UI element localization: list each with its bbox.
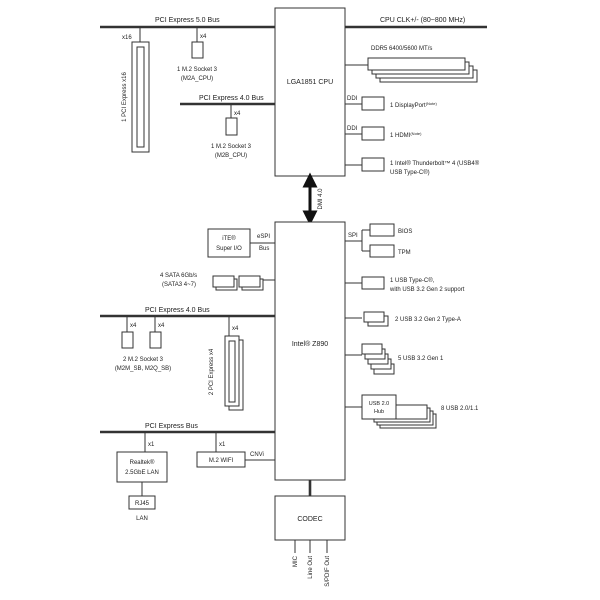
m2b-socket: [225, 117, 238, 136]
usbc-connector: [361, 276, 385, 290]
displayport-label: 1 DisplayPort(Note): [390, 101, 437, 109]
espi-label: eSPI: [257, 234, 270, 240]
bios-label: BIOS: [398, 229, 412, 235]
m2a-socket: [191, 41, 204, 59]
rj45-label: RJ45: [135, 501, 150, 507]
cpu-label: LGA1851 CPU: [287, 79, 333, 86]
cnvi-label: CNVi: [250, 452, 264, 458]
tpm-chip: [369, 244, 395, 258]
memory-label: DDR5 6400/5600 MT/s: [371, 46, 432, 52]
thunderbolt-line1: 1 Intel® Thunderbolt™ 4 (USB4®: [390, 160, 480, 167]
spi-label: SPI: [348, 233, 358, 239]
pcie5-lane-label: x16: [122, 35, 132, 41]
displayport-connector: [361, 96, 385, 111]
superio-line2: Super I/O: [216, 246, 242, 252]
pcix4-label: 2 PCI Express x4: [209, 348, 215, 395]
m2q-socket: [149, 331, 162, 349]
lan-chip: [116, 451, 168, 483]
cpu-clk-label: CPU CLK+/- (80~800 MHz): [380, 17, 465, 24]
usb-gen2a-label: 2 USB 3.2 Gen 2 Type-A: [395, 317, 461, 323]
usb2-hub-line2: Hub: [374, 409, 384, 415]
lan-lane-label: x1: [148, 442, 155, 448]
pcie5-bus-label: PCI Express 5.0 Bus: [155, 17, 220, 24]
lan-label: LAN: [136, 516, 148, 522]
usb-gen2a-ports: [363, 311, 389, 327]
lan-line2: 2.5GbE LAN: [125, 470, 159, 476]
line-out-label: Line Out: [308, 556, 314, 579]
m2sb-line1: 2 M.2 Socket 3: [123, 357, 164, 363]
usb2-hub: [361, 394, 397, 420]
hdmi-connector: [361, 126, 385, 141]
codec-box: [274, 495, 346, 541]
hdmi-ddi-label: DDI: [347, 126, 358, 132]
superio-box: [207, 228, 251, 258]
hdmi-label: 1 HDMI(Note): [390, 131, 422, 139]
pcie-pch-bus-label: PCI Express Bus: [145, 423, 198, 430]
mic-label: MIC: [293, 555, 299, 567]
espi-bus-label: Bus: [259, 246, 269, 252]
pcie4-pch-bus-label: PCI Express 4.0 Bus: [145, 307, 210, 314]
superio-line1: iTE®: [222, 235, 236, 242]
spdif-label: S/PDIF Out: [325, 556, 331, 587]
usb-gen1-label: 5 USB 3.2 Gen 1: [398, 356, 444, 362]
sata-line2: (SATA3 4~7): [162, 282, 196, 288]
lan-line1: Realtek®: [130, 459, 155, 466]
m2b-line1: 1 M.2 Socket 3: [211, 144, 252, 150]
bios-chip: [369, 223, 395, 237]
m2q-lane-label: x4: [158, 323, 165, 329]
codec-label: CODEC: [297, 516, 322, 523]
pcie-x4-slots: [224, 335, 244, 411]
wifi-label: M.2 WIFI: [209, 458, 234, 464]
dmi-label: DMI 4.0: [318, 188, 324, 210]
usbc-line1: 1 USB Type-C®,: [390, 277, 435, 284]
cpu-box: [274, 7, 346, 177]
thunderbolt-line2: USB Type-C®): [390, 169, 430, 176]
usb-gen1-ports: [361, 343, 395, 375]
pcix4-lane-label: x4: [232, 326, 239, 332]
sata-ports: [212, 275, 264, 291]
sata-line1: 4 SATA 6Gb/s: [160, 273, 197, 279]
thunderbolt-connector: [361, 157, 385, 172]
m2b-lane-label: x4: [234, 111, 241, 117]
m2a-lane-label: x4: [200, 34, 207, 40]
usbc-line2: with USB 3.2 Gen 2 support: [389, 287, 465, 293]
pcie-x16-label: 1 PCI Express x16: [122, 71, 128, 121]
usb2-hub-line1: USB 2.0: [369, 401, 389, 407]
m2m-socket: [121, 331, 134, 349]
rj45-port: [128, 495, 156, 510]
m2sb-line2: (M2M_SB, M2Q_SB): [115, 366, 171, 372]
wifi-lane-label: x1: [219, 442, 226, 448]
memory-modules: [367, 57, 478, 83]
pcie4-cpu-bus-label: PCI Express 4.0 Bus: [199, 95, 264, 102]
m2a-line1: 1 M.2 Socket 3: [177, 67, 218, 73]
usb2-label: 8 USB 2.0/1.1: [441, 406, 479, 412]
m2b-line2: (M2B_CPU): [215, 153, 247, 159]
m2m-lane-label: x4: [130, 323, 137, 329]
chipset-label: Intel® Z890: [292, 340, 328, 348]
chipset-box: [274, 221, 346, 481]
dp-ddi-label: DDI: [347, 96, 358, 102]
tpm-label: TPM: [398, 250, 411, 256]
m2a-line2: (M2A_CPU): [181, 76, 213, 82]
